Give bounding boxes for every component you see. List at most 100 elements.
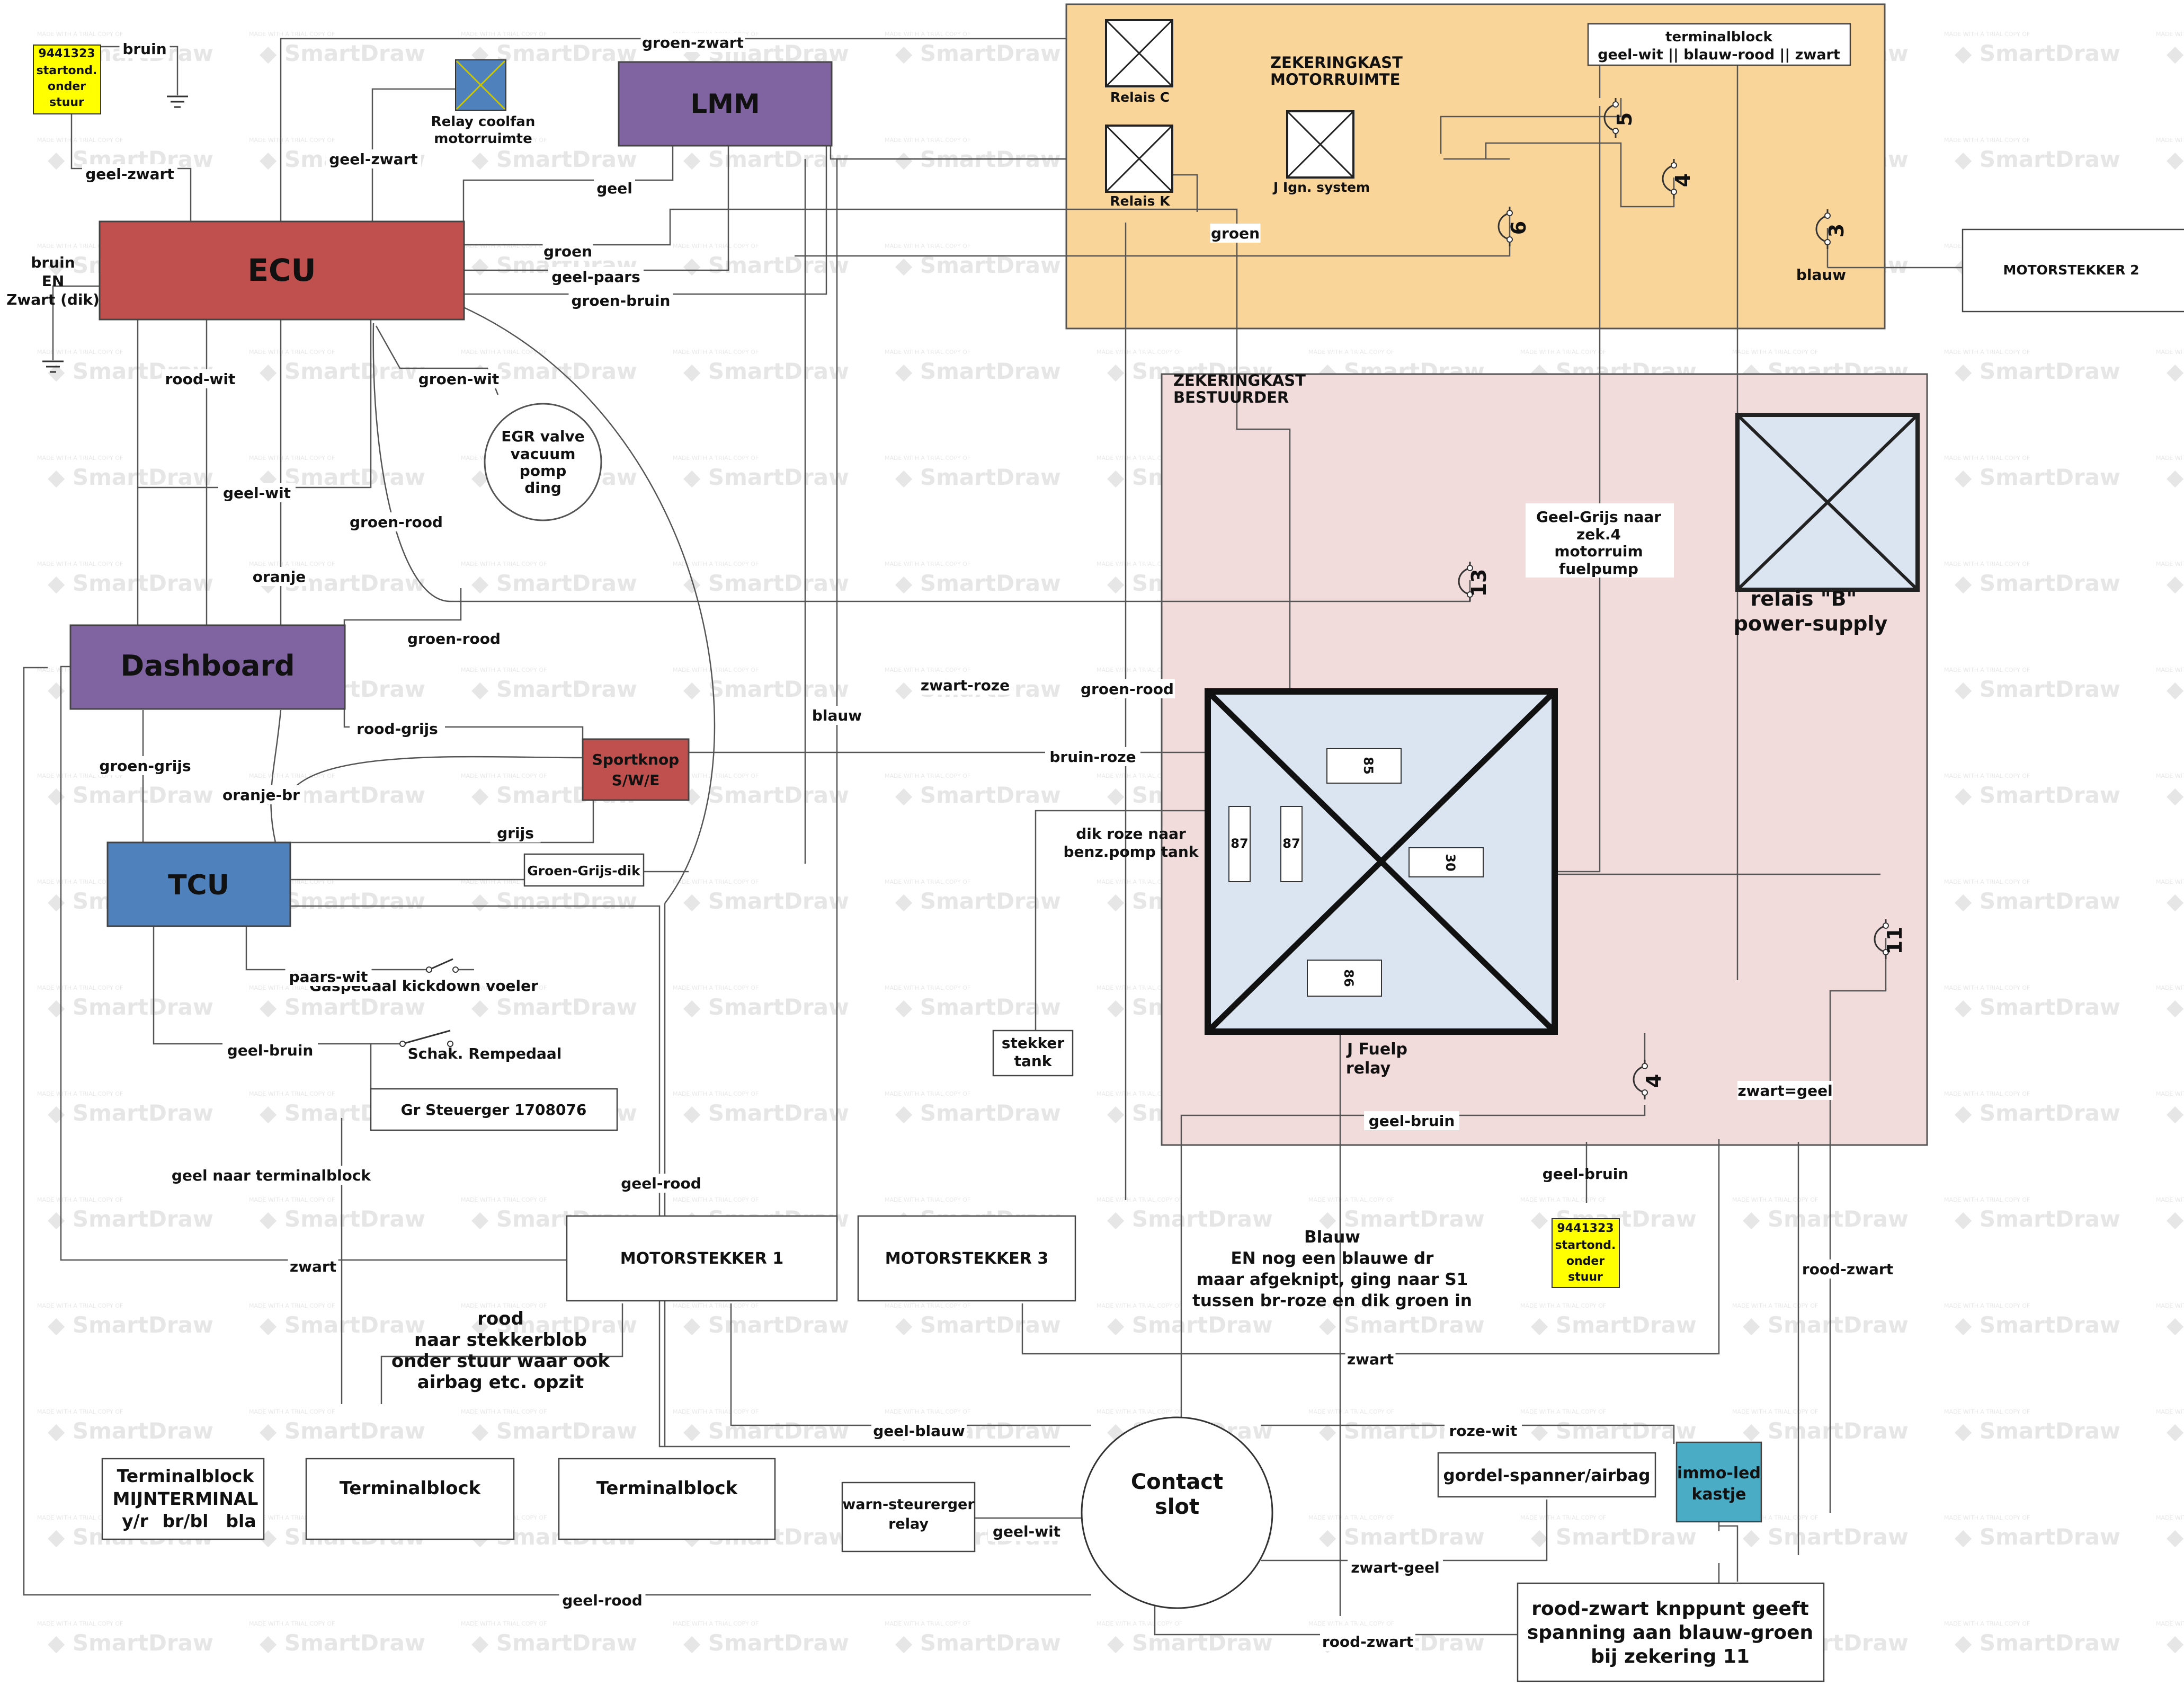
terminalblock-top[interactable]: terminalblock geel-wit || blauw-rood || … [1587,23,1851,66]
sportknop-box[interactable]: Sportknop S/W/E [582,738,690,801]
fuse-5[interactable]: 5 [1603,98,1636,138]
watermark: ◆ SmartDraw [48,1630,213,1656]
dik-roze-note: dik roze naar benz.pomp tank [1064,825,1199,860]
fuse-3[interactable]: 3 [1815,209,1848,249]
relais-b[interactable]: relais "B" power-supply [1734,413,1920,635]
tcu-box[interactable]: TCU [106,841,291,927]
wire-label-bg [594,179,635,198]
groen-grijs-dik-box[interactable]: Groen-Grijs-dik [523,853,645,887]
terminalblock-2[interactable]: Terminalblock [305,1458,515,1540]
relais-k[interactable]: Relais K [1105,125,1173,209]
watermark-small: MADE WITH A TRIAL COPY OF [461,349,547,356]
fuse-terminal [1467,565,1473,571]
watermark-small: MADE WITH A TRIAL COPY OF [1097,1196,1182,1203]
motorstekker-1[interactable]: MOTORSTEKKER 1 [566,1215,838,1302]
egr-valve[interactable]: EGR valve vacuum pomp ding [484,403,602,521]
watermark-small: MADE WITH A TRIAL COPY OF [37,455,123,462]
gordel-spanner-label: gordel-spanner/airbag [1443,1466,1651,1485]
pin-30[interactable]: 30 [1409,847,1484,877]
fuse-number: 4 [1671,173,1695,187]
fuse-6[interactable]: 6 [1497,207,1530,246]
terminalblock-3[interactable]: Terminalblock [558,1458,776,1540]
pin-86[interactable]: 86 [1307,960,1382,997]
watermark-small: MADE WITH A TRIAL COPY OF [461,773,547,779]
wire-label-bg [490,823,541,842]
watermark-small: MADE WITH A TRIAL COPY OF [249,31,335,38]
gordel-spanner-box[interactable]: gordel-spanner/airbag [1437,1452,1656,1498]
wire-groen-ecu [463,208,1107,246]
startond-note-top-2: startond. [37,64,97,77]
watermark-small: MADE WITH A TRIAL COPY OF [2156,667,2184,673]
dashboard-label: Dashboard [120,649,295,682]
geel-grijs-note-3: motorruim [1554,543,1643,560]
wire-label-geel-bruin-low: geel-bruin [1543,1165,1629,1183]
motorstekker-3[interactable]: MOTORSTEKKER 3 [857,1215,1076,1302]
fuse-terminal [1612,101,1619,108]
watermark-small: MADE WITH A TRIAL COPY OF [885,879,970,885]
watermark-small: MADE WITH A TRIAL COPY OF [885,1620,970,1627]
wire-label-text: groen-rood [350,513,443,531]
contact-slot[interactable]: Contact slot [1081,1416,1273,1609]
j-ign-system-relay[interactable]: J Ign. system [1272,110,1370,195]
fuse-13[interactable]: 13 [1458,562,1491,601]
watermark: ◆ SmartDraw [895,1100,1061,1126]
fuse-11[interactable]: 11 [1874,919,1906,959]
wire-label-bg [349,512,444,531]
watermark: ◆ SmartDraw [1955,994,2120,1020]
relay-coolfan-label-1: Relay coolfan [431,114,536,130]
pin-87-a[interactable]: 87 [1228,806,1251,882]
watermark-small: MADE WITH A TRIAL COPY OF [249,1408,335,1415]
watermark: ◆ SmartDraw [48,1206,213,1232]
wire-label-zwart-geel-bottom: zwart-geel [1348,1558,1443,1577]
watermark-small: MADE WITH A TRIAL COPY OF [1308,1408,1394,1415]
watermark-small: MADE WITH A TRIAL COPY OF [2156,1196,2184,1203]
immo-led-box[interactable]: immo-led kastje [1675,1441,1762,1523]
wire-label-zwart-geel: zwart=geel [1737,1081,1833,1100]
wire-label-bruin-roze: bruin-roze [1045,747,1140,766]
wire-label-geel-rood-bottom: geel-rood [559,1591,646,1610]
watermark: ◆ SmartDraw [683,464,849,490]
watermark: ◆ SmartDraw [471,676,637,702]
wire-label-groen-rood-1: groen-rood [349,512,444,531]
stekker-tank-box[interactable]: stekker tank [992,1030,1074,1077]
wire-label-bg [162,369,239,388]
fuse-4[interactable]: 4 [1662,159,1695,199]
watermark: ◆ SmartDraw [895,358,1061,384]
relais-c[interactable]: Relais C [1105,19,1173,105]
watermark-small: MADE WITH A TRIAL COPY OF [461,984,547,991]
terminalblock-mijn-5: bla [226,1511,256,1531]
wire-label-groen: groen [542,242,593,261]
wire-label-geel: geel [594,179,635,198]
gr-steuerger-box[interactable]: Gr Steuerger 1708076 [370,1088,618,1131]
watermark: ◆ SmartDraw [48,1100,213,1126]
terminalblock-mijnterminal[interactable]: Terminalblock MIJNTERMINAL y/r br/bl bla [101,1458,265,1540]
wire-label-text: groen-rood [407,630,501,647]
watermark: ◆ SmartDraw [683,1100,849,1126]
rempedaal-switch[interactable]: Schak. Rempedaal [399,1030,561,1062]
watermark-small: MADE WITH A TRIAL COPY OF [461,31,547,38]
relais-c-label: Relais C [1110,90,1170,105]
fuse-4[interactable]: 4 [1633,1060,1665,1099]
lmm-box[interactable]: LMM [618,61,833,147]
wire-label-grijs: grijs [490,823,541,842]
motorstekker-2[interactable]: MOTORSTEKKER 2 [1962,228,2184,313]
warn-steurerger-box[interactable]: warn-steurerger relay [841,1481,976,1552]
pin-87-b[interactable]: 87 [1280,806,1303,882]
ecu-box[interactable]: ECU [99,220,465,321]
relais-b-label-1: relais "B" [1751,587,1857,610]
wire-label-text: groen [1211,225,1260,242]
relay-coolfan[interactable]: Relay coolfan motorruimte [431,59,536,147]
j-fuelp-relay[interactable]: 85 87 87 30 86 J Fuelp relay [1205,688,1558,1078]
watermark: ◆ SmartDraw [683,1630,849,1656]
blauw-note-2: EN nog een blauwe dr [1231,1249,1434,1268]
watermark: ◆ SmartDraw [1955,1100,2120,1126]
fusebox-driver-title-1: ZEKERINGKAST [1173,371,1306,389]
watermark-small: MADE WITH A TRIAL COPY OF [249,1090,335,1097]
rood-note-3: onder stuur waar ook [391,1351,611,1372]
dashboard-box[interactable]: Dashboard [69,624,346,710]
wire-label-bg [1345,1350,1396,1369]
startond-note-top: 9441323 startond. onder stuur [33,45,101,114]
watermark-small: MADE WITH A TRIAL COPY OF [1944,773,2030,779]
wire-label-text: zwart-geel [1351,1559,1440,1576]
pin-85[interactable]: 85 [1326,748,1402,784]
